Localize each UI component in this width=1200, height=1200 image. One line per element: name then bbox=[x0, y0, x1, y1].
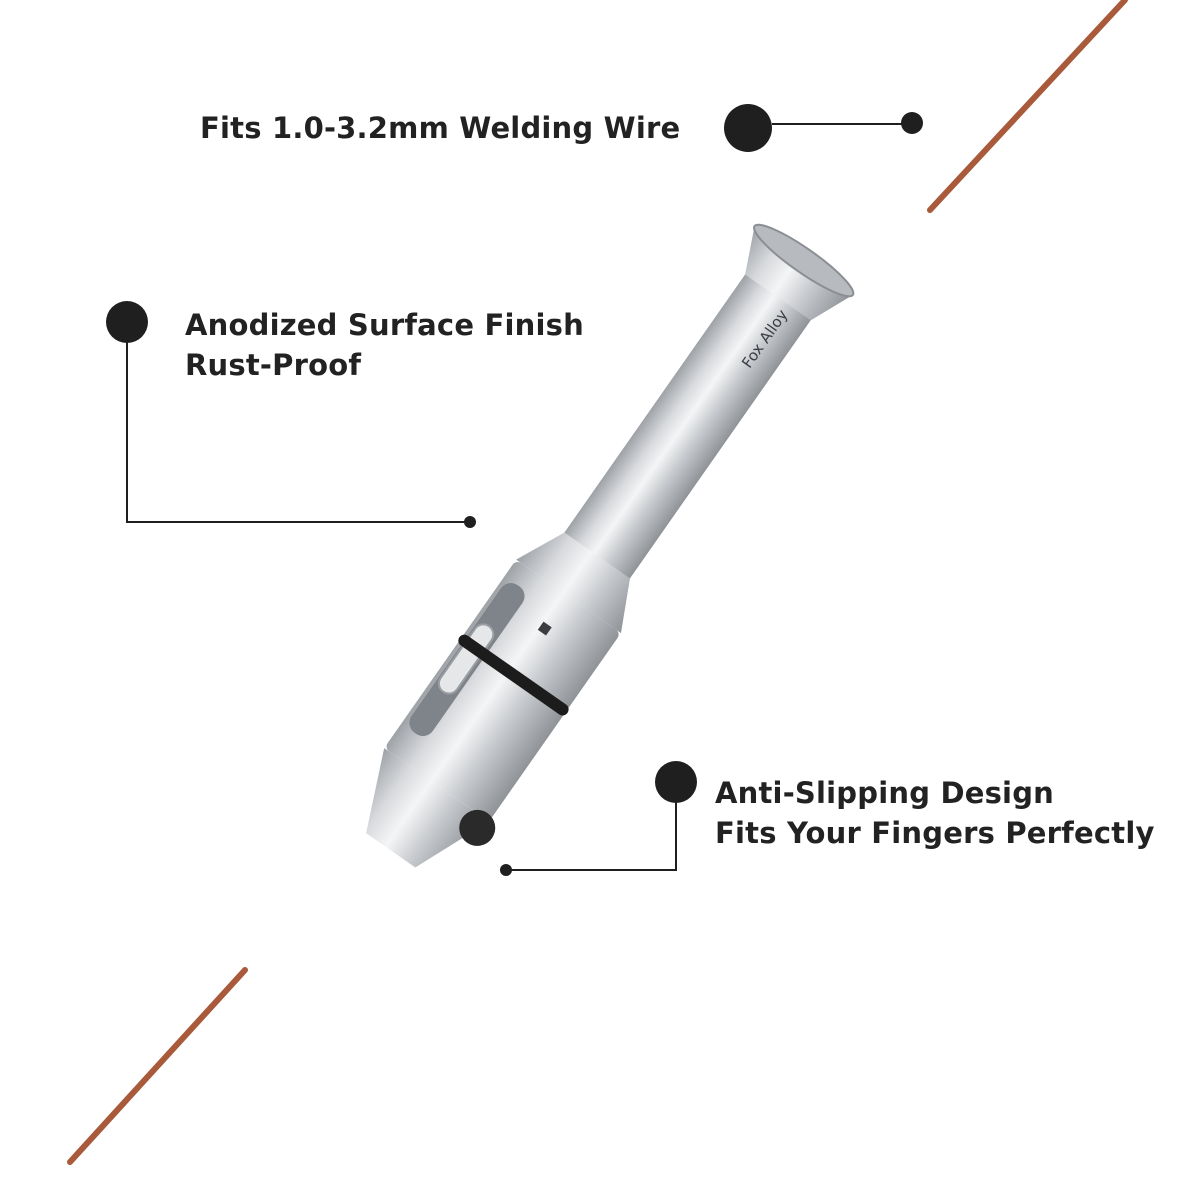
callout-anti-slip-line-2: Fits Your Fingers Perfectly bbox=[715, 816, 1155, 850]
callout-2-endpoint bbox=[464, 516, 476, 528]
callout-1-marker bbox=[724, 104, 772, 152]
callout-anti-slip: Anti-Slipping Design Fits Your Fingers P… bbox=[715, 773, 1155, 853]
pen-nose bbox=[366, 748, 490, 868]
pen-tube bbox=[561, 264, 817, 585]
pen-roller bbox=[437, 623, 495, 695]
wire-feeder-pen: Fox Alloy bbox=[366, 223, 855, 868]
callout-surface-finish-line-1: Anodized Surface Finish bbox=[185, 308, 584, 342]
callout-1-endpoint bbox=[901, 112, 923, 134]
pen-top-opening bbox=[753, 223, 855, 298]
callout-2-marker bbox=[106, 301, 148, 343]
callout-2-leader bbox=[126, 342, 470, 523]
callout-wire-size-line-1: Fits 1.0-3.2mm Welding Wire bbox=[200, 111, 681, 145]
welding-wire-bottom bbox=[67, 967, 248, 1165]
callout-anti-slip-line-1: Anti-Slipping Design bbox=[715, 776, 1055, 810]
pen-grip bbox=[386, 562, 619, 820]
callout-surface-finish-line-2: Rust-Proof bbox=[185, 348, 362, 382]
callout-surface-finish: Anodized Surface Finish Rust-Proof bbox=[185, 305, 584, 385]
pen-o-ring bbox=[458, 634, 569, 716]
welding-wire-top bbox=[927, 0, 1128, 213]
callout-wire-size: Fits 1.0-3.2mm Welding Wire bbox=[200, 108, 680, 148]
callout-3-marker bbox=[655, 761, 697, 803]
pen-taper bbox=[516, 532, 630, 634]
pen-hole bbox=[537, 621, 552, 636]
callout-3-leader bbox=[506, 802, 677, 871]
callout-3-endpoint bbox=[500, 864, 512, 876]
pen-wheel bbox=[459, 809, 496, 846]
